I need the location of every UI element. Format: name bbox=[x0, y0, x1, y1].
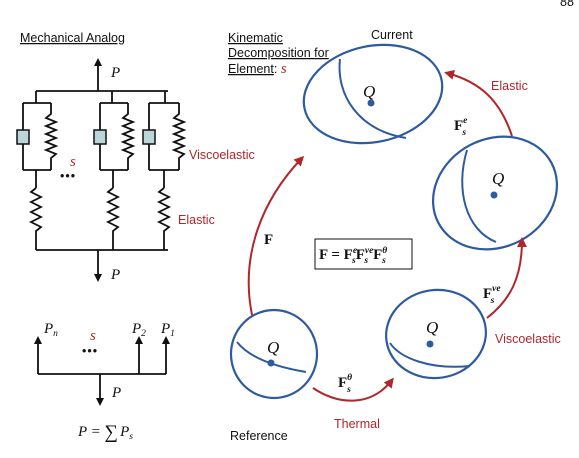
reference-ellipse bbox=[229, 308, 319, 400]
total-deformation-label: F bbox=[264, 232, 273, 248]
upper-right-point bbox=[490, 191, 498, 199]
branch-2 bbox=[93, 91, 136, 250]
reference-label: Reference bbox=[230, 429, 288, 443]
upper-right-inner-curve bbox=[461, 149, 497, 243]
kinematic-title: Kinematic Decomposition for Element: s bbox=[228, 31, 329, 77]
elastic-spring-1 bbox=[28, 187, 44, 250]
elastic-label: Elastic bbox=[178, 213, 215, 227]
sum-equation: P = ∑Ps bbox=[77, 422, 133, 443]
current-label: Current bbox=[371, 28, 413, 42]
current-inner-curve bbox=[338, 58, 407, 139]
elastic-intermediate-configuration: Q bbox=[431, 135, 559, 251]
elastic-spring-2 bbox=[105, 187, 121, 250]
thermal-arrow-label: Thermal bbox=[334, 417, 380, 431]
sum-ellipsis: ••• bbox=[82, 344, 98, 358]
lower-right-q-label: Q bbox=[426, 318, 438, 337]
viscoelastic-spring-1 bbox=[43, 103, 59, 170]
thermal-arrow bbox=[312, 377, 394, 402]
sum-load-label: P bbox=[111, 385, 121, 401]
current-configuration: Q bbox=[302, 43, 444, 145]
page-number: 88 bbox=[560, 0, 574, 9]
reference-q-label: Q bbox=[267, 338, 279, 357]
current-q-label: Q bbox=[363, 82, 375, 101]
sum-s-label: s bbox=[90, 328, 96, 344]
dashpot-2 bbox=[93, 129, 107, 145]
equation-frame bbox=[314, 238, 413, 270]
upper-right-q-label: Q bbox=[492, 169, 504, 188]
top-load-label: P bbox=[110, 65, 120, 81]
svg-text:Kinematic: Kinematic bbox=[228, 31, 283, 45]
current-point bbox=[367, 99, 375, 107]
branch-ellipsis: ••• bbox=[60, 169, 76, 183]
lower-right-point bbox=[426, 340, 434, 348]
viscoelastic-spring-3 bbox=[171, 103, 187, 170]
dashpot-3 bbox=[142, 129, 156, 145]
mechanical-analog-title: Mechanical Analog bbox=[20, 31, 125, 45]
viscoelastic-label: Viscoelastic bbox=[189, 148, 255, 162]
spring-dashpot-network: P P bbox=[16, 58, 187, 283]
dashpot-1 bbox=[16, 129, 30, 145]
svg-text:Decomposition for: Decomposition for bbox=[228, 46, 329, 60]
lower-right-ellipse bbox=[385, 288, 487, 380]
p2-label: P2 bbox=[131, 321, 146, 339]
viscoelastic-intermediate-configuration: Q bbox=[385, 288, 487, 380]
elastic-arrow bbox=[444, 70, 513, 137]
viscoelastic-spring-2 bbox=[120, 103, 136, 170]
reference-configuration: Q bbox=[229, 308, 319, 400]
lower-right-inner-curve bbox=[389, 342, 471, 368]
bottom-load-label: P bbox=[110, 267, 120, 283]
viscoelastic-arrow bbox=[486, 237, 527, 319]
svg-text:Element: s: Element: s bbox=[228, 61, 287, 77]
load-sum-diagram: Pn P2 P1 s ••• P P = ∑Ps bbox=[34, 321, 175, 443]
reference-point bbox=[267, 359, 275, 367]
total-deformation-arrow bbox=[247, 155, 305, 316]
branch-1 bbox=[16, 91, 59, 250]
elastic-arrow-label: Elastic bbox=[491, 79, 528, 93]
element-s-label: s bbox=[70, 154, 76, 170]
p1-label: P1 bbox=[160, 321, 175, 339]
elastic-spring-3 bbox=[156, 187, 172, 250]
pn-label: Pn bbox=[43, 321, 58, 339]
current-ellipse bbox=[302, 43, 444, 145]
branch-3 bbox=[142, 91, 187, 250]
reference-inner-curve bbox=[236, 341, 307, 373]
viscoelastic-arrow-label: Viscoelastic bbox=[495, 332, 561, 346]
